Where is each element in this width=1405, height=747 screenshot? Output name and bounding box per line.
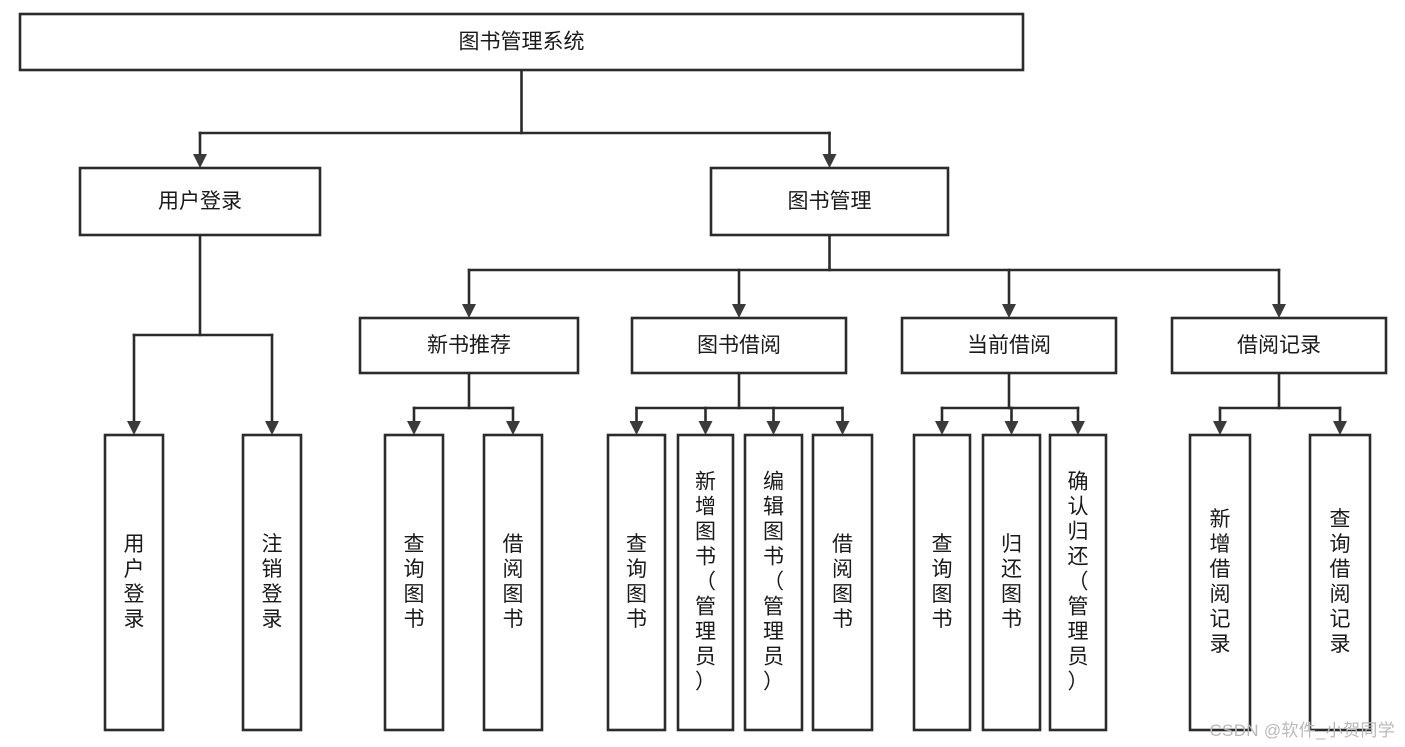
- leaf-node-label-3-0: 查询图书: [932, 533, 953, 631]
- arrow-head-icon: [732, 304, 746, 318]
- node-book-management-label: 图书管理: [788, 190, 872, 213]
- arrow-head-icon: [506, 421, 520, 435]
- arrow-head-icon: [766, 421, 781, 435]
- arrow-head-icon: [462, 304, 476, 318]
- leaf-node-label-4-0: 新增借阅记录: [1210, 508, 1231, 656]
- node-book-management[interactable]: 图书管理: [709, 166, 950, 237]
- leaf-node-3-0[interactable]: 查询图书: [912, 433, 972, 732]
- arrow-head-icon: [1004, 421, 1019, 435]
- node-user-login-label: 用户登录: [158, 190, 242, 213]
- node-current-borrow[interactable]: 当前借阅: [900, 316, 1118, 375]
- arrow-head-icon: [127, 421, 141, 435]
- leaf-node-3-1[interactable]: 归还图书: [981, 433, 1042, 732]
- arrow-head-icon: [698, 421, 713, 435]
- arrow-head-icon: [1071, 421, 1085, 435]
- leaf-node-label-3-1: 归还图书: [1001, 533, 1022, 631]
- leaf-node-label-2-3: 借阅图书: [832, 533, 853, 631]
- leaf-node-2-1[interactable]: 新增图书（管理员）: [676, 433, 735, 732]
- leaf-node-label-1-1: 借阅图书: [503, 533, 524, 631]
- leaf-node-3-2[interactable]: 确认归还（管理员）: [1048, 433, 1108, 732]
- arrow-head-icon: [1002, 304, 1016, 318]
- arrow-head-icon: [822, 154, 837, 168]
- leaf-node-label-4-1: 查询借阅记录: [1330, 508, 1351, 656]
- node-borrow-record-label: 借阅记录: [1237, 334, 1321, 357]
- leaf-node-label-1-0: 查询图书: [404, 533, 425, 631]
- arrow-head-icon: [1333, 421, 1347, 435]
- arrow-head-icon: [193, 154, 207, 168]
- leaf-node-label-0-1: 注销登录: [262, 533, 283, 631]
- node-user-login[interactable]: 用户登录: [78, 166, 322, 237]
- node-new-book-recommend[interactable]: 新书推荐: [358, 316, 580, 375]
- leaf-node-1-1[interactable]: 借阅图书: [482, 433, 544, 732]
- leaf-node-2-3[interactable]: 借阅图书: [811, 433, 874, 732]
- arrow-head-icon: [629, 421, 644, 435]
- arrow-head-icon: [407, 421, 421, 435]
- leaf-node-0-1[interactable]: 注销登录: [241, 433, 303, 732]
- node-root[interactable]: 图书管理系统: [18, 12, 1025, 72]
- arrow-head-icon: [1213, 421, 1227, 435]
- node-book-borrow-label: 图书借阅: [697, 334, 781, 357]
- leaf-node-4-0[interactable]: 新增借阅记录: [1188, 433, 1252, 732]
- leaf-node-4-1[interactable]: 查询借阅记录: [1308, 433, 1372, 732]
- leaf-node-2-2[interactable]: 编辑图书（管理员）: [743, 433, 804, 732]
- node-borrow-record[interactable]: 借阅记录: [1170, 316, 1388, 375]
- node-root-label: 图书管理系统: [459, 31, 585, 54]
- leaf-node-label-0-0: 用户登录: [124, 533, 145, 631]
- connectors-layer: [127, 68, 1347, 435]
- watermark: CSDN @软件_小贺同学: [1209, 721, 1395, 740]
- arrow-head-icon: [935, 421, 949, 435]
- node-current-borrow-label: 当前借阅: [967, 334, 1051, 357]
- node-book-borrow[interactable]: 图书借阅: [630, 316, 848, 375]
- leaf-node-label-3-2: 确认归还（管理员）: [1068, 471, 1089, 694]
- leaf-node-label-2-0: 查询图书: [626, 533, 647, 631]
- leaf-node-label-2-2: 编辑图书（管理员）: [763, 471, 784, 694]
- arrow-head-icon: [265, 421, 279, 435]
- leaf-node-label-2-1: 新增图书（管理员）: [695, 471, 716, 694]
- leaf-node-1-0[interactable]: 查询图书: [383, 433, 445, 732]
- leaf-node-2-0[interactable]: 查询图书: [606, 433, 667, 732]
- node-new-book-recommend-label: 新书推荐: [427, 334, 511, 357]
- arrow-head-icon: [835, 421, 850, 435]
- nodes-layer: 图书管理系统用户登录图书管理新书推荐图书借阅当前借阅借阅记录用户登录注销登录查询…: [18, 12, 1388, 732]
- leaf-node-0-0[interactable]: 用户登录: [103, 433, 165, 732]
- arrow-head-icon: [1272, 304, 1286, 318]
